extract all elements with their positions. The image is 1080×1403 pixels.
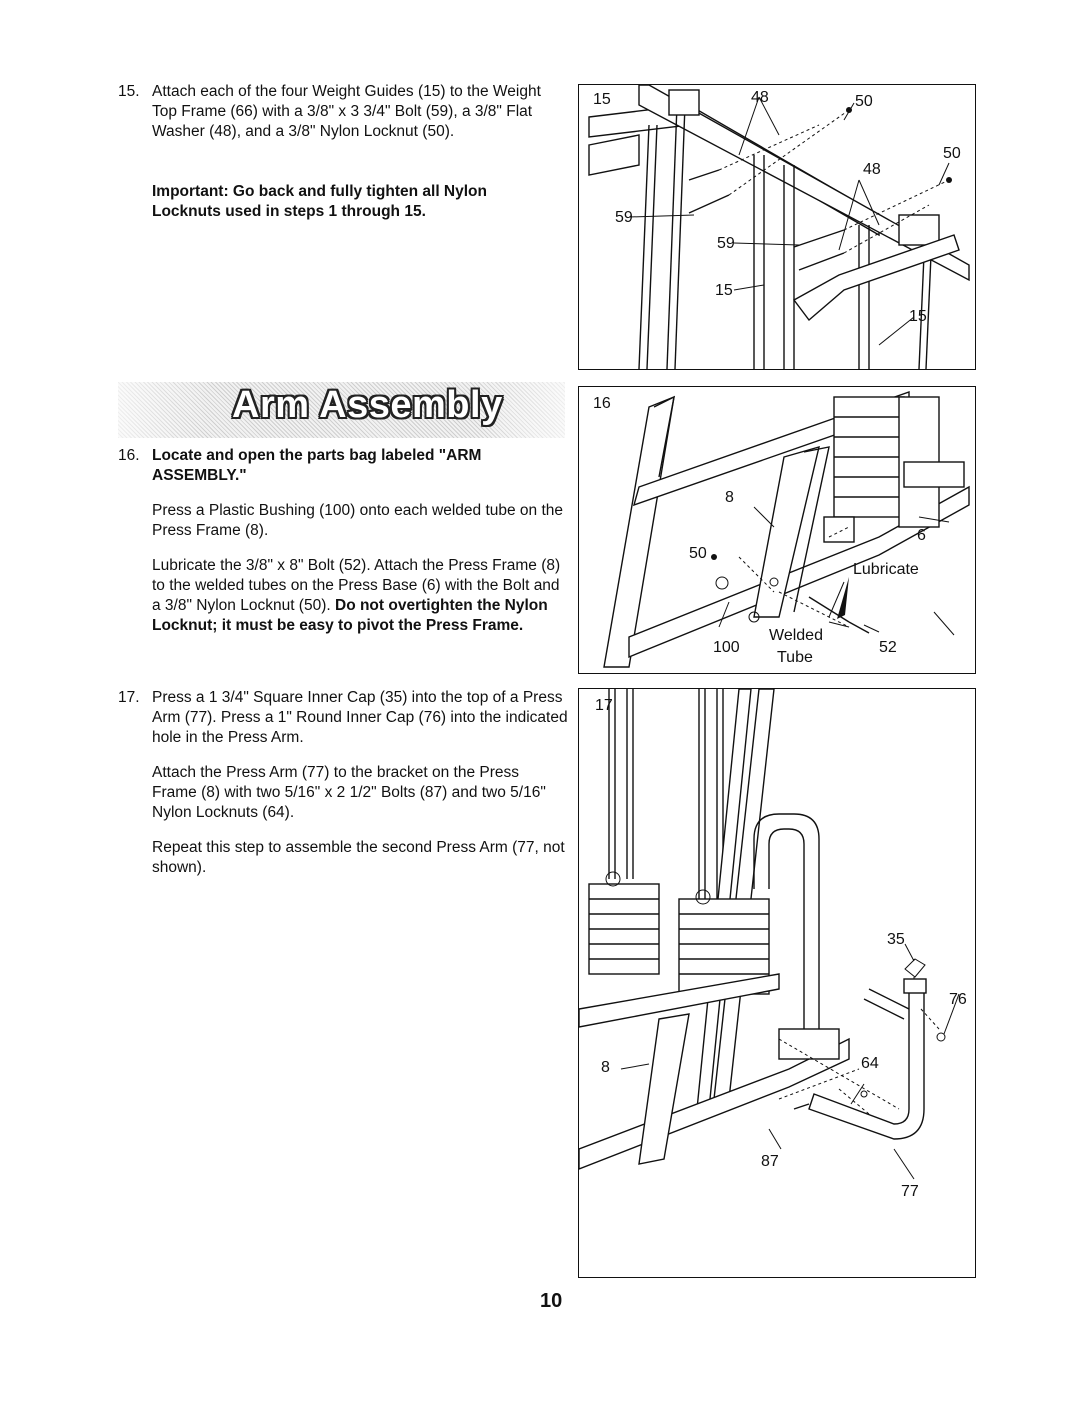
callout-59: 59 xyxy=(717,235,735,252)
callout-8: 8 xyxy=(601,1059,610,1076)
callout-6: 6 xyxy=(917,527,926,544)
callout-77: 77 xyxy=(901,1183,919,1200)
callout-48: 48 xyxy=(863,161,881,178)
callout-15: 15 xyxy=(909,308,927,325)
figure-label: 17 xyxy=(595,697,613,714)
callout-welded: Welded xyxy=(769,627,823,644)
page-number: 10 xyxy=(540,1290,563,1312)
step-number: 15. xyxy=(118,83,140,100)
step-number: 17. xyxy=(118,689,140,706)
step-15-text: Attach each of the four Weight Guides (1… xyxy=(152,83,541,140)
callout-100: 100 xyxy=(713,639,740,656)
step-15: 15. Attach each of the four Weight Guide… xyxy=(118,82,568,157)
figure-16: 16 8 6 50 Lubricate Welded Tube 100 52 xyxy=(578,386,976,674)
figure-15-illustration xyxy=(588,85,970,369)
step-17: 17. Press a 1 3/4" Square Inner Cap (35)… xyxy=(118,688,568,893)
step-number: 16. xyxy=(118,447,140,464)
step-17-para-3: Repeat this step to assemble the second … xyxy=(152,839,565,876)
section-title: Arm Assembly xyxy=(232,384,503,426)
step-17-para-2: Attach the Press Arm (77) to the bracket… xyxy=(152,764,546,821)
figure-label: 15 xyxy=(593,91,611,108)
callout-tube: Tube xyxy=(777,649,813,666)
callout-50: 50 xyxy=(689,545,707,562)
section-banner xyxy=(118,382,565,438)
step-16-warning: Do not overtighten the Nylon Locknut; it… xyxy=(152,597,548,634)
figure-label: 16 xyxy=(593,395,611,412)
callout-76: 76 xyxy=(949,991,967,1008)
callout-64: 64 xyxy=(861,1055,879,1072)
callout-35: 35 xyxy=(887,931,905,948)
callout-48: 48 xyxy=(751,89,769,106)
callout-8: 8 xyxy=(725,489,734,506)
step-16-para-2: Lubricate the 3/8" x 8" Bolt (52). Attac… xyxy=(152,556,568,636)
callout-50: 50 xyxy=(943,145,961,162)
figure-17-illustration xyxy=(579,689,960,1180)
figure-16-illustration xyxy=(603,391,970,668)
step-17-para-1: Press a 1 3/4" Square Inner Cap (35) int… xyxy=(152,689,568,746)
callout-87: 87 xyxy=(761,1153,779,1170)
figure-15: 15 48 50 50 48 59 59 15 15 xyxy=(578,84,976,370)
figure-17: 17 35 76 64 8 87 77 xyxy=(578,688,976,1278)
important-note: Important: Go back and fully tighten all… xyxy=(152,183,487,220)
callout-59: 59 xyxy=(615,209,633,226)
callout-15: 15 xyxy=(715,282,733,299)
step-16: 16. Locate and open the parts bag labele… xyxy=(118,446,568,651)
step-16-para-2-normal: Lubricate the 3/8" x 8" Bolt (52). Attac… xyxy=(152,557,561,614)
callout-lubricate: Lubricate xyxy=(853,561,919,578)
step-16-para-1: Press a Plastic Bushing (100) onto each … xyxy=(152,502,564,539)
callout-52: 52 xyxy=(879,639,897,656)
callout-50: 50 xyxy=(855,93,873,110)
step-16-heading: Locate and open the parts bag labeled "A… xyxy=(152,447,482,484)
